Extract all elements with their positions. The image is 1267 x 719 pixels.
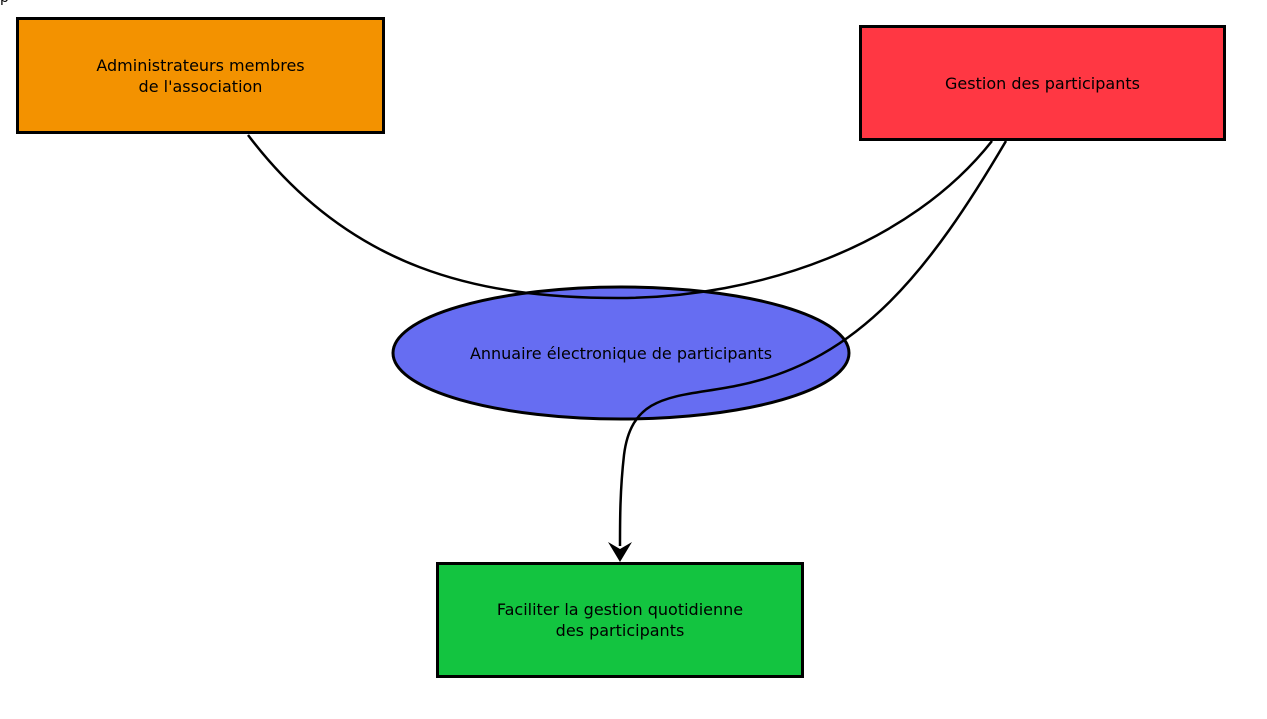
node-annuaire-text: Annuaire électronique de participants [469,343,773,363]
arrowhead-icon [608,542,632,562]
node-annuaire-label: Annuaire électronique de participants [393,287,849,419]
node-faciliter-gestion[interactable]: Faciliter la gestion quotidienne des par… [436,562,804,678]
node-administrateurs[interactable]: Administrateurs membres de l'association [16,17,385,134]
connector-admin-to-gestion[interactable] [247,134,993,300]
node-faciliter-label: Faciliter la gestion quotidienne des par… [496,600,744,640]
node-gestion-participants[interactable]: Gestion des participants [859,25,1226,141]
node-gestion-label: Gestion des participants [945,73,1140,93]
connector-gestion-to-faciliter-arrow[interactable] [618,140,1008,547]
node-administrateurs-label: Administrateurs membres de l'association [96,55,305,96]
top-edge-fragment: p [0,0,9,5]
